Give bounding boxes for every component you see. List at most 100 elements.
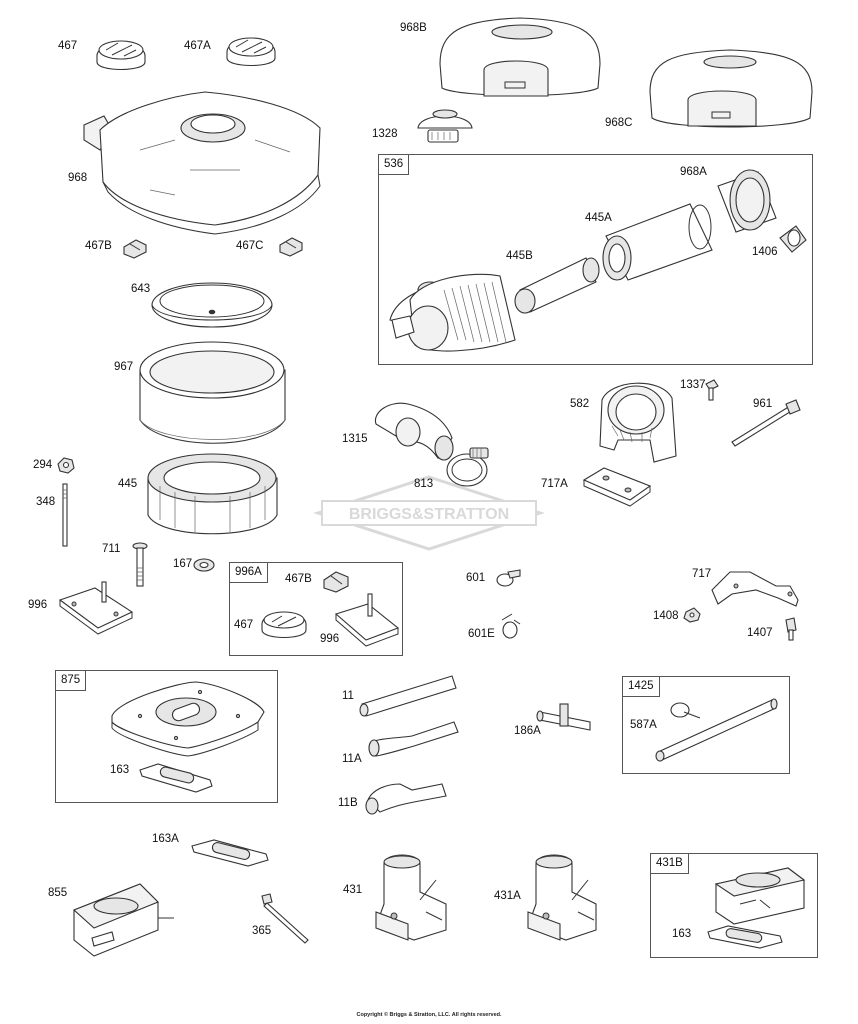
part-163a-drawing: [191, 839, 269, 867]
part-label-365: 365: [252, 925, 272, 937]
part-label-1407: 1407: [747, 627, 773, 639]
part-875-gasket-163-drawing: [139, 763, 213, 793]
part-1425-tube-drawing: [655, 698, 778, 762]
kit-box-536: 536: [378, 154, 813, 365]
part-label-996a-467: 467: [234, 619, 254, 631]
kit-tag-1425: 1425: [623, 677, 660, 697]
part-365-drawing: [261, 893, 309, 944]
part-294-drawing: [57, 457, 75, 474]
part-11a-drawing: [368, 721, 459, 757]
part-label-996: 996: [28, 599, 48, 611]
part-717a-drawing: [582, 467, 652, 507]
copyright-notice: Copyright © Briggs & Stratton, LLC. All …: [356, 1012, 502, 1018]
part-968c-drawing: [649, 49, 813, 128]
part-536-assembly-drawing: [389, 169, 807, 352]
part-label-431a: 431A: [494, 890, 521, 902]
part-label-11a: 11A: [342, 753, 362, 765]
part-1337-drawing: [705, 379, 719, 401]
part-1408-drawing: [683, 607, 701, 623]
part-1328-drawing: [417, 109, 473, 143]
kit-box-996a: 996A: [229, 562, 403, 656]
part-431-drawing: [375, 854, 447, 941]
part-467-drawing: [96, 40, 146, 70]
part-968-drawing: [83, 91, 321, 235]
part-label-294: 294: [33, 459, 53, 471]
part-label-445b: 445B: [506, 250, 533, 262]
part-967-drawing: [139, 341, 286, 444]
part-1315-drawing: [374, 402, 454, 461]
part-961-drawing: [731, 399, 801, 447]
part-label-186a: 186A: [514, 725, 541, 737]
part-label-855: 855: [48, 887, 68, 899]
part-167-drawing: [193, 558, 215, 572]
part-467b-drawing: [123, 239, 147, 259]
part-601e-drawing: [501, 613, 521, 639]
part-label-601: 601: [466, 572, 486, 584]
part-label-961: 961: [753, 398, 773, 410]
part-711-drawing: [132, 542, 148, 587]
briggs-stratton-watermark: BRIGGS&STRATTON: [313, 475, 545, 551]
part-label-1328: 1328: [372, 128, 398, 140]
part-label-582: 582: [570, 398, 590, 410]
part-431a-drawing: [527, 854, 597, 941]
part-label-813: 813: [414, 478, 434, 490]
part-label-717: 717: [692, 568, 712, 580]
part-186a-drawing: [536, 703, 591, 731]
part-label-11b: 11B: [338, 797, 358, 809]
part-label-717a: 717A: [541, 478, 568, 490]
part-717-drawing: [711, 571, 799, 607]
part-1425-clamp-587a-drawing: [670, 702, 701, 719]
part-label-968b: 968B: [400, 22, 427, 34]
part-445-drawing: [147, 453, 278, 535]
part-855-drawing: [72, 883, 174, 957]
part-label-968a: 968A: [680, 166, 707, 178]
part-label-968: 968: [68, 172, 88, 184]
kit-tag-875: 875: [56, 671, 87, 691]
part-label-445: 445: [118, 478, 138, 490]
part-label-467: 467: [58, 40, 78, 52]
part-label-431b-163: 163: [672, 928, 692, 940]
part-label-445a: 445A: [585, 212, 612, 224]
part-601-drawing: [496, 569, 521, 587]
part-label-601e: 601E: [468, 628, 495, 640]
part-label-163a: 163A: [152, 833, 179, 845]
watermark-text: BRIGGS&STRATTON: [349, 506, 509, 523]
part-11b-drawing: [365, 783, 447, 815]
part-11-drawing: [359, 675, 457, 717]
part-996a-467b-drawing: [323, 571, 349, 593]
part-431b-gasket-163-drawing: [707, 925, 783, 949]
part-467a-drawing: [226, 37, 276, 66]
kit-tag-431b: 431B: [651, 854, 689, 874]
part-582-drawing: [599, 382, 677, 463]
part-label-996a-467b: 467B: [285, 573, 312, 585]
part-643-drawing: [151, 282, 273, 328]
part-label-1337: 1337: [680, 379, 706, 391]
part-996a-467-drawing: [261, 611, 307, 639]
part-875-plate-drawing: [111, 681, 265, 757]
part-label-467a: 467A: [184, 40, 211, 52]
part-label-467b: 467B: [85, 240, 112, 252]
part-431b-body-drawing: [714, 867, 806, 925]
part-label-968c: 968C: [605, 117, 633, 129]
kit-box-431b: 431B: [650, 853, 818, 958]
part-996-drawing: [58, 581, 134, 635]
part-label-1406: 1406: [752, 246, 778, 258]
part-label-643: 643: [131, 283, 151, 295]
part-348-drawing: [62, 483, 68, 547]
part-label-431: 431: [343, 884, 363, 896]
part-label-711: 711: [102, 543, 121, 555]
part-label-167: 167: [173, 558, 193, 570]
part-968b-drawing: [439, 17, 601, 97]
part-467c-drawing: [279, 237, 303, 257]
part-label-467c: 467C: [236, 240, 264, 252]
kit-box-875: 875: [55, 670, 278, 803]
part-label-587a: 587A: [630, 719, 657, 731]
part-label-967: 967: [114, 361, 134, 373]
part-813-drawing: [446, 447, 489, 487]
part-label-11: 11: [342, 690, 354, 702]
part-label-1315: 1315: [342, 433, 368, 445]
kit-box-1425: 1425: [622, 676, 790, 774]
kit-tag-996a: 996A: [230, 563, 268, 583]
part-996a-996-drawing: [334, 593, 400, 647]
